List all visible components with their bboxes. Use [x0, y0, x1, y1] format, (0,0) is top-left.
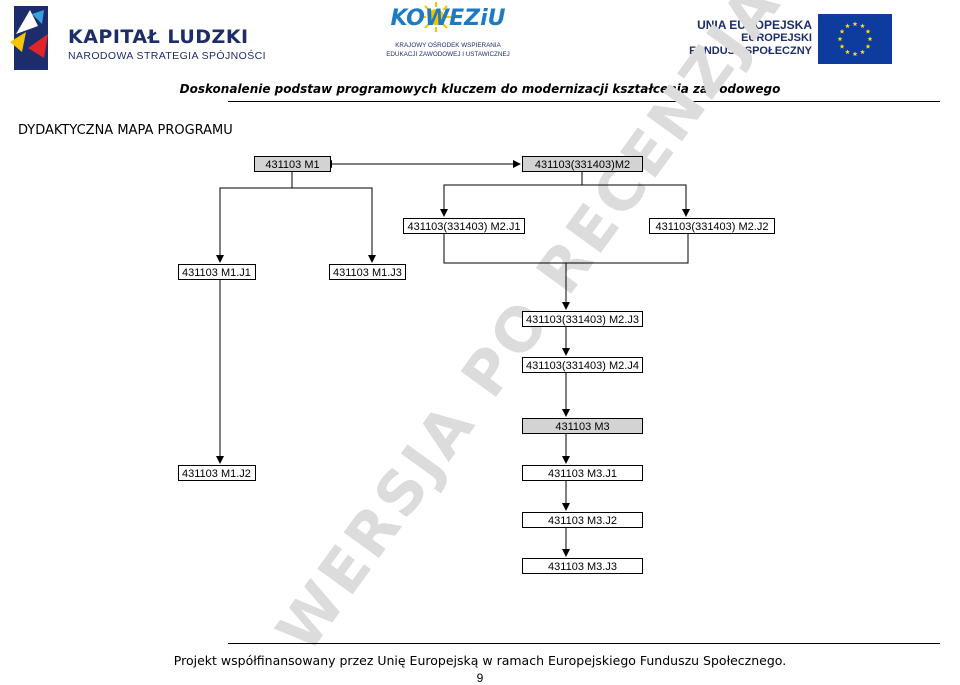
kowezu-title: KOWEZiU	[390, 6, 506, 31]
footer-text: Projekt współfinansowany przez Unię Euro…	[173, 653, 787, 668]
eu-star-icon	[860, 23, 865, 29]
unit-box-m3-j2: 431103 M3.J2	[522, 512, 643, 528]
kowezu-subtitle-line2: EDUKACJI ZAWODOWEJ I USTAWICZNEJ	[386, 51, 510, 58]
eu-star-icon	[839, 43, 845, 49]
unit-box-m2-j4: 431103(331403) M2.J4	[522, 357, 643, 373]
header-divider	[228, 101, 940, 102]
eu-star-icon	[852, 51, 858, 57]
eu-logo: UNIA EUROPEJSKA EUROPEJSKI FUNDUSZ SPOŁE…	[689, 12, 900, 68]
header-tagline: Doskonalenie podstaw programowych klucze…	[179, 82, 781, 96]
eu-logo-line3: FUNDUSZ SPOŁECZNY	[689, 45, 812, 57]
kapital-ludzki-title: KAPITAŁ LUDZKI	[68, 26, 249, 48]
eu-star-icon	[865, 28, 871, 34]
connector-m1-branch-right	[292, 187, 373, 212]
eu-flag-icon	[818, 14, 892, 64]
footer-divider	[228, 643, 940, 644]
unit-box-m1-j3: 431103 M1.J3	[329, 264, 406, 280]
eu-star-icon	[839, 28, 845, 34]
eu-star-icon	[852, 21, 858, 27]
kapital-ludzki-logo: KAPITAŁ LUDZKI NARODOWA STRATEGIA SPÓJNO…	[8, 4, 266, 76]
unit-box-m1-j1: 431103 M1.J1	[178, 264, 256, 280]
eu-star-icon	[845, 49, 850, 55]
page-title: DYDAKTYCZNA MAPA PROGRAMU	[18, 123, 233, 138]
connector-m2j2-merge	[566, 233, 689, 264]
sun-icon	[421, 2, 451, 32]
module-box-m2: 431103(331403)M2	[522, 156, 643, 172]
unit-box-m2-j3: 431103(331403) M2.J3	[522, 311, 643, 327]
connector-m1-branch	[219, 172, 293, 196]
unit-box-m1-j2: 431103 M1.J2	[178, 465, 256, 481]
unit-box-m2-j2: 431103(331403) M2.J2	[649, 218, 775, 234]
kapital-ludzki-subtitle: NARODOWA STRATEGIA SPÓJNOŚCI	[68, 50, 266, 62]
kowezu-logo: KOWEZiU KRAJOWY OŚRODEK WSPIERANIA EDUKA…	[385, 2, 511, 66]
eu-logo-line1: UNIA EUROPEJSKA	[697, 18, 812, 32]
unit-box-m3-j3: 431103 M3.J3	[522, 558, 643, 574]
eu-logo-line2: EUROPEJSKI	[741, 32, 812, 44]
module-box-m1: 431103 M1	[254, 156, 331, 172]
unit-box-m2-j1: 431103(331403) M2.J1	[403, 218, 525, 234]
kapital-ludzki-emblem	[10, 6, 48, 70]
eu-star-icon	[865, 43, 871, 49]
module-box-m3: 431103 M3	[522, 418, 643, 434]
connector-m2-branch	[440, 172, 583, 217]
kowezu-subtitle-line1: KRAJOWY OŚRODEK WSPIERANIA	[395, 42, 501, 49]
eu-star-icon	[837, 36, 843, 42]
connector-m2j1-merge	[443, 233, 566, 264]
page-number: 9	[476, 671, 484, 685]
eu-star-icon	[845, 23, 850, 29]
eu-star-icon	[860, 49, 865, 55]
eu-star-icon	[867, 36, 873, 42]
connector-m2-branch-right	[582, 184, 690, 217]
unit-box-m3-j1: 431103 M3.J1	[522, 465, 643, 481]
